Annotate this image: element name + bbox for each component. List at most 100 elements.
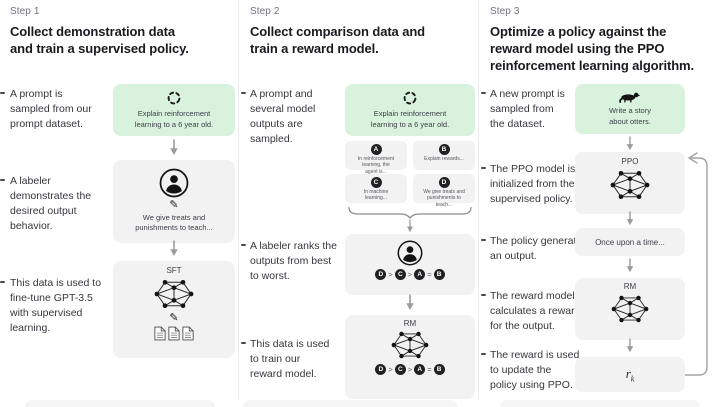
step2-prompt-box: Explain reinforcement learning to a 6 ye… <box>345 84 475 136</box>
cropped-box-edge <box>500 400 700 407</box>
cropped-box-edge <box>243 400 458 407</box>
curly-brace-icon <box>348 206 472 219</box>
labeler-person-icon <box>159 168 189 198</box>
dash-marker <box>0 92 5 94</box>
rank-circle: C <box>394 269 406 280</box>
down-arrow-icon <box>625 211 635 226</box>
column-divider <box>478 0 479 401</box>
rank-circle: B <box>433 269 445 280</box>
dash-marker <box>241 92 246 94</box>
rm-model-label: RM <box>623 282 637 291</box>
rm-model-label: RM <box>403 319 417 328</box>
rank-circle: D <box>375 269 387 280</box>
sft-model-label: SFT <box>166 266 182 275</box>
step2-output-b: B Explain rewards... <box>413 141 475 170</box>
output-letter-badge: A <box>370 144 382 155</box>
ppo-model-label: PPO <box>621 157 639 166</box>
reward-value: rk <box>625 365 635 384</box>
down-arrow-icon <box>625 136 635 151</box>
neural-network-icon <box>609 292 651 326</box>
dash-marker <box>481 239 486 241</box>
column-divider <box>238 0 239 401</box>
step3-title: Optimize a policy against the reward mod… <box>490 24 695 74</box>
step2-label: Step 2 <box>250 6 280 17</box>
step3-prompt-box: Write a story about otters. <box>575 84 685 134</box>
step1-labeler-box-text: We give treats and punishments to teach.… <box>135 213 213 233</box>
document-icon <box>168 326 180 341</box>
dash-marker <box>0 179 5 181</box>
rank-circle: A <box>414 269 426 280</box>
down-arrow-icon <box>169 240 179 257</box>
step2-caption-prompt: A prompt and several model outputs are s… <box>250 88 316 145</box>
output-text: In machine learning... <box>363 189 389 202</box>
step3-prompt-box-text: Write a story about otters. <box>609 106 651 126</box>
pen-icon: ✎ <box>169 312 179 324</box>
step1-prompt-box: Explain reinforcement learning to a 6 ye… <box>113 84 235 136</box>
step2-title: Collect comparison data and train a rewa… <box>250 24 426 57</box>
step1-caption-prompt: A prompt is sampled from our prompt data… <box>10 88 92 130</box>
dash-marker <box>481 92 486 94</box>
output-text: Explain rewards... <box>424 156 464 162</box>
output-letter-badge: C <box>370 177 382 188</box>
step1-caption-labeler: A labeler demonstrates the desired outpu… <box>10 175 92 232</box>
neural-network-icon <box>152 276 196 312</box>
step3-reward-box: rk <box>575 357 685 392</box>
step1-labeler-box: ✎ We give treats and punishments to teac… <box>113 160 235 243</box>
document-icon <box>154 326 166 341</box>
dash-marker <box>241 244 246 246</box>
documents-row <box>154 326 194 341</box>
output-letter-badge: B <box>438 144 450 155</box>
down-arrow-icon <box>625 338 635 353</box>
down-arrow-icon <box>405 219 415 233</box>
rank-circle: C <box>394 364 406 375</box>
step1-sft-box: SFT ✎ <box>113 261 235 358</box>
step2-output-c: C In machine learning... <box>345 174 407 203</box>
cropped-box-edge <box>25 400 215 407</box>
step3-caption-ppo: The PPO model is initialized from the su… <box>490 163 576 205</box>
neural-network-icon <box>389 328 431 362</box>
pen-icon: ✎ <box>169 199 179 211</box>
step1-label: Step 1 <box>10 6 40 17</box>
output-text: In reinforcement learning, the agent is.… <box>357 156 395 175</box>
step3-caption-reward: The reward model calculates a reward for… <box>490 290 581 332</box>
step3-caption-prompt: A new prompt is sampled from the dataset… <box>490 88 565 130</box>
output-text: We give treats and punishments to teach.… <box>423 189 465 208</box>
dash-marker <box>481 353 486 355</box>
step2-rm-box: RM D > C > A = B <box>345 315 475 399</box>
dash-marker <box>241 342 246 344</box>
rank-circle: D <box>375 364 387 375</box>
document-icon <box>182 326 194 341</box>
step3-caption-update: The reward is used to update the policy … <box>490 349 580 391</box>
otter-icon <box>619 91 641 103</box>
ranking-row: D > C > A = B <box>375 364 445 375</box>
step2-caption-train: This data is used to train our reward mo… <box>250 338 330 380</box>
sampling-icon <box>166 90 182 106</box>
step1-title: Collect demonstration data and train a s… <box>10 24 189 57</box>
ranking-row: D > C > A = B <box>375 269 445 280</box>
step2-ranking-box: D > C > A = B <box>345 234 475 295</box>
step3-output-text: Once upon a time... <box>595 237 665 247</box>
dash-marker <box>481 294 486 296</box>
sampling-icon <box>402 90 418 106</box>
rank-circle: B <box>433 364 445 375</box>
step2-prompt-box-text: Explain reinforcement learning to a 6 ye… <box>370 109 450 129</box>
rank-separator: > <box>388 270 393 279</box>
dash-marker <box>0 281 5 283</box>
rank-separator: = <box>427 365 432 374</box>
step1-prompt-box-text: Explain reinforcement learning to a 6 ye… <box>134 109 214 129</box>
step3-rm-box: RM <box>575 278 685 340</box>
step3-ppo-box: PPO <box>575 152 685 214</box>
step3-output-box: Once upon a time... <box>575 228 685 256</box>
rank-separator: > <box>388 365 393 374</box>
rank-separator: = <box>427 270 432 279</box>
neural-network-icon <box>608 167 652 203</box>
down-arrow-icon <box>405 293 415 312</box>
step2-output-a: A In reinforcement learning, the agent i… <box>345 141 407 175</box>
rank-separator: > <box>407 270 413 279</box>
rank-separator: > <box>407 365 413 374</box>
feedback-loop-arrow-icon <box>685 152 708 376</box>
labeler-person-icon <box>397 240 423 266</box>
step1-caption-finetune: This data is used to fine-tune GPT-3.5 w… <box>10 277 102 334</box>
output-letter-badge: D <box>438 177 450 188</box>
